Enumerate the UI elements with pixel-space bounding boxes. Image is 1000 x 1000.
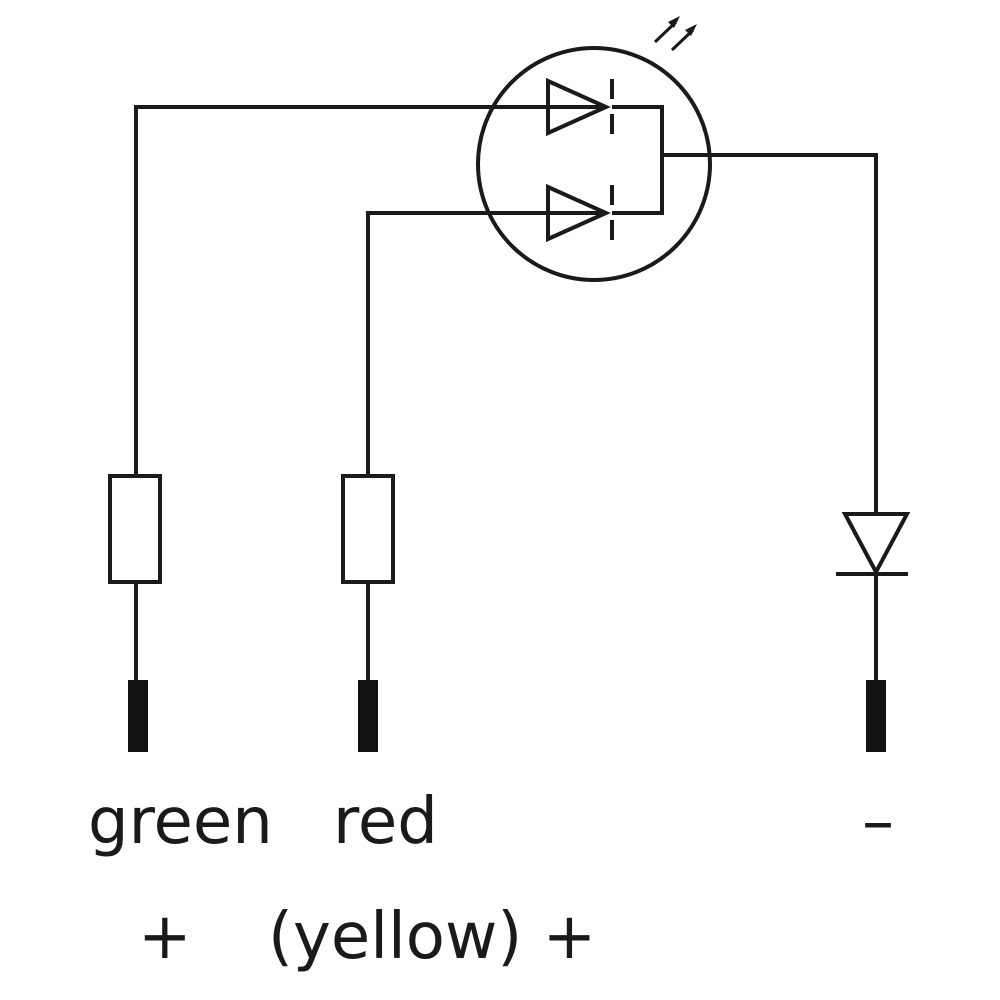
red-branch <box>341 211 606 752</box>
green-branch <box>108 105 606 752</box>
arrow-head-icon <box>685 24 697 36</box>
terminal-label-green: green <box>88 785 273 859</box>
negative-branch <box>612 105 911 752</box>
arrow-head-icon <box>668 16 680 28</box>
terminal-sublabel-red: (yellow) + <box>268 900 597 974</box>
resistor-green <box>108 474 162 584</box>
terminal-pin-red <box>358 680 378 752</box>
terminal-pin-negative <box>866 680 886 752</box>
light-emission-arrows-icon <box>653 16 697 52</box>
protection-diode <box>841 512 911 577</box>
resistor-red <box>341 474 395 584</box>
terminal-polarity-green: + <box>138 900 192 974</box>
terminal-pin-green <box>128 680 148 752</box>
terminal-label-red: red <box>333 785 438 859</box>
led-housing-circle <box>476 46 712 282</box>
terminal-label-negative: – <box>862 785 894 859</box>
